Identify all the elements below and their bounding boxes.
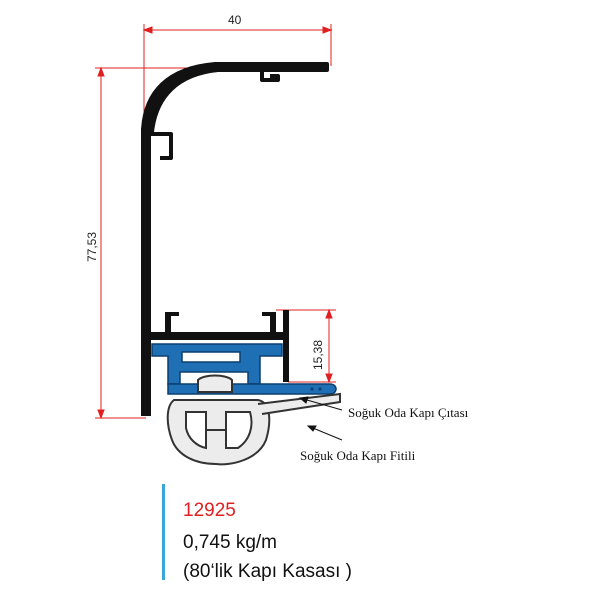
dimension-height-label: 77,53 — [85, 232, 99, 262]
dimension-width-label: 40 — [228, 13, 242, 27]
product-code: 12925 — [183, 500, 236, 521]
door-gasket-profile — [166, 374, 341, 466]
product-description: (80‘lik Kapı Kasası ) — [183, 561, 352, 582]
aluminium-frame-profile — [141, 62, 329, 416]
dimension-width — [142, 24, 333, 120]
callout-leaders — [298, 396, 343, 441]
callout-strip-label: Soğuk Oda Kapı Çıtası — [348, 405, 469, 420]
door-strip-profile — [151, 343, 337, 395]
dimension-seal-height — [276, 308, 336, 384]
callout-gasket-label: Soğuk Oda Kapı Fitili — [300, 448, 416, 463]
dimension-seal-height-label: 15,38 — [311, 340, 325, 370]
product-weight: 0,745 kg/m — [183, 532, 277, 553]
accent-bar — [162, 484, 165, 580]
